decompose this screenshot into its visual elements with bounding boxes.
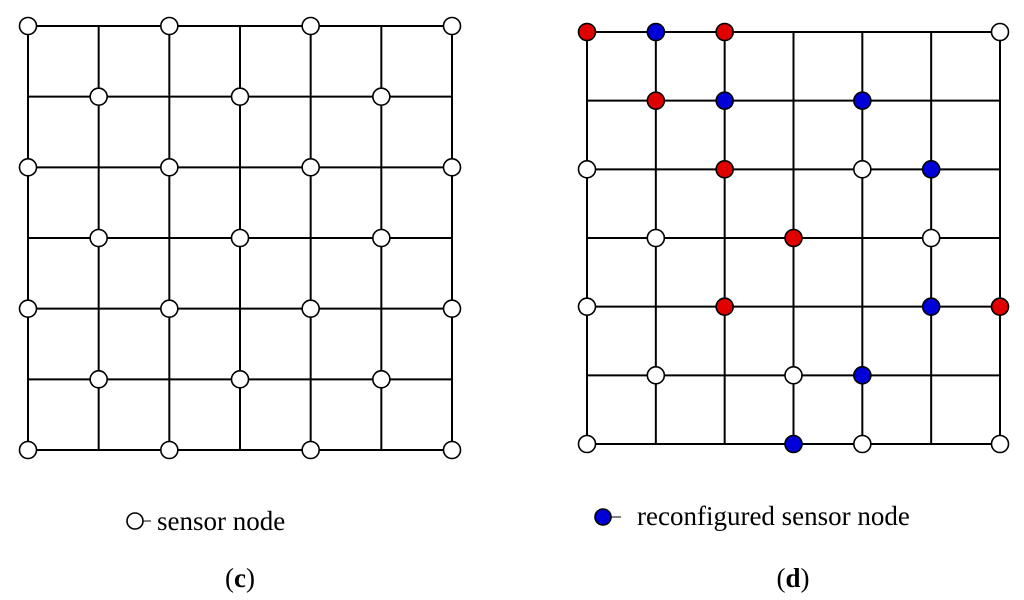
panel-d-legend-label: reconfigured sensor node [637, 501, 910, 531]
panel-d-legend: reconfigured sensor node [594, 501, 910, 531]
sensor-node [372, 228, 391, 248]
reconfigured-node-legend-icon [594, 508, 612, 526]
highlighted-sensor-node [784, 228, 803, 248]
caption-letter-d: d [785, 563, 800, 593]
sensor-node [577, 160, 597, 179]
sensor-node [18, 158, 38, 177]
sensor-node [990, 22, 1010, 42]
reconfigured-sensor-node [853, 366, 872, 385]
sensor-node [301, 440, 320, 460]
sensor-node [301, 16, 320, 36]
sensor-node [577, 297, 597, 316]
sensor-node [301, 299, 320, 318]
sensor-node [442, 299, 462, 318]
reconfigured-sensor-node [853, 91, 872, 110]
caption-close-paren: ) [801, 563, 810, 593]
sensor-node [18, 299, 38, 318]
reconfigured-sensor-node [921, 160, 941, 179]
sensor-node [372, 370, 391, 389]
highlighted-sensor-node [646, 91, 666, 110]
sensor-node [921, 228, 941, 248]
sensor-node [18, 16, 38, 36]
sensor-node [160, 440, 179, 460]
caption-open-paren: ( [225, 563, 234, 593]
highlighted-sensor-node [715, 160, 734, 179]
caption-close-paren: ) [246, 563, 255, 593]
sensor-node [18, 440, 38, 460]
panel-c-legend-label: sensor node [157, 506, 285, 536]
panel-d-nodes [577, 22, 1010, 454]
sensor-node [577, 434, 597, 454]
reconfigured-sensor-node [646, 22, 666, 42]
sensor-node [442, 16, 462, 36]
panel-d-caption: (d) [776, 563, 809, 593]
sensor-node-legend-icon [126, 512, 144, 530]
panel-c-legend: sensor node [126, 506, 285, 536]
reconfigured-sensor-node [715, 91, 734, 110]
reconfigured-sensor-node [921, 297, 941, 316]
highlighted-sensor-node [715, 297, 734, 316]
sensor-node [372, 87, 391, 106]
sensor-node [160, 158, 179, 177]
sensor-node [230, 87, 250, 106]
sensor-node [160, 16, 179, 36]
highlighted-sensor-node [577, 22, 597, 42]
sensor-node [646, 228, 666, 248]
sensor-node [853, 434, 872, 454]
caption-letter-c: c [234, 563, 246, 593]
sensor-node [853, 160, 872, 179]
highlighted-sensor-node [990, 297, 1010, 316]
panel-c: sensor node (c) [18, 16, 462, 593]
sensor-node [89, 370, 108, 389]
sensor-node [442, 158, 462, 177]
reconfigured-sensor-node [784, 434, 803, 454]
sensor-node [646, 366, 666, 385]
sensor-node [230, 228, 250, 248]
panel-c-caption: (c) [225, 563, 255, 593]
sensor-node [990, 434, 1010, 454]
sensor-node [89, 228, 108, 248]
sensor-node [301, 158, 320, 177]
sensor-node [89, 87, 108, 106]
panel-d: reconfigured sensor node (d) [577, 22, 1010, 593]
sensor-node [160, 299, 179, 318]
highlighted-sensor-node [715, 22, 734, 42]
panel-c-nodes [18, 16, 462, 460]
sensor-node [230, 370, 250, 389]
sensor-node [442, 440, 462, 460]
caption-open-paren: ( [776, 563, 785, 593]
sensor-node [784, 366, 803, 385]
